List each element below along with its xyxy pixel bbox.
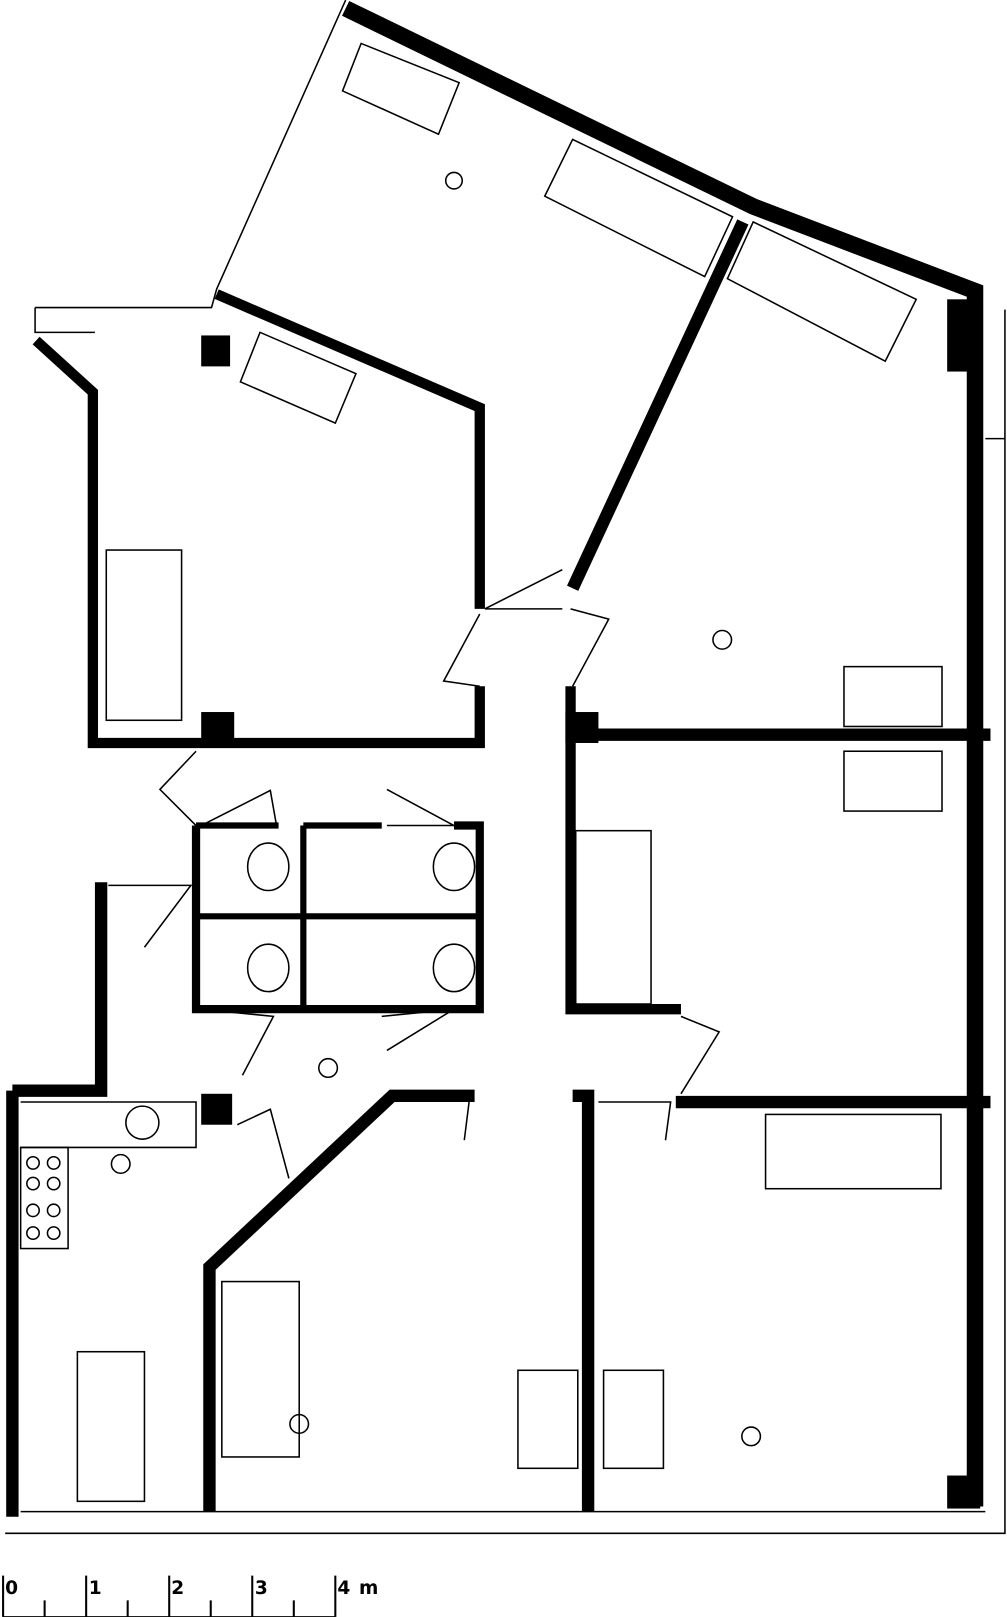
scale-unit: m: [359, 1578, 378, 1599]
desk: [843, 750, 943, 812]
person-icons: [110, 171, 762, 1447]
person-icon: [110, 1153, 131, 1175]
desk: [517, 1369, 579, 1470]
scale-label-3: 3: [255, 1578, 268, 1599]
toilet: [432, 842, 476, 892]
bed: [543, 138, 734, 278]
desk: [239, 331, 357, 425]
bed: [574, 829, 652, 1005]
person-icon: [289, 1413, 310, 1435]
person-icon: [444, 171, 464, 190]
toilet: [432, 943, 476, 993]
burners: [26, 1155, 61, 1241]
outer-outline: [5, 0, 1006, 1535]
person-icon: [318, 1057, 339, 1079]
doors: [108, 568, 721, 1179]
stove: [19, 1146, 69, 1250]
desk: [341, 42, 461, 136]
bed: [105, 549, 183, 722]
scale-label-1: 1: [89, 1578, 102, 1599]
kitchen-counter: [20, 1101, 197, 1149]
toilet: [246, 842, 290, 892]
bed: [221, 1280, 300, 1458]
bed: [726, 220, 918, 363]
person-icon: [741, 1426, 762, 1447]
scale-label-4: 4: [337, 1578, 350, 1599]
exterior-walls: [6, 0, 991, 1517]
scale-bar: 0 1 2 3 4 m: [2, 1575, 378, 1617]
furniture: [19, 42, 943, 1503]
scale-label-2: 2: [171, 1578, 184, 1599]
toilet: [246, 943, 290, 993]
person-icon: [712, 629, 733, 650]
dining-table: [76, 1350, 146, 1503]
scale-label-0: 0: [5, 1578, 18, 1599]
sink: [125, 1105, 160, 1140]
desk: [843, 665, 943, 728]
bed: [764, 1113, 942, 1190]
desk: [602, 1369, 665, 1470]
